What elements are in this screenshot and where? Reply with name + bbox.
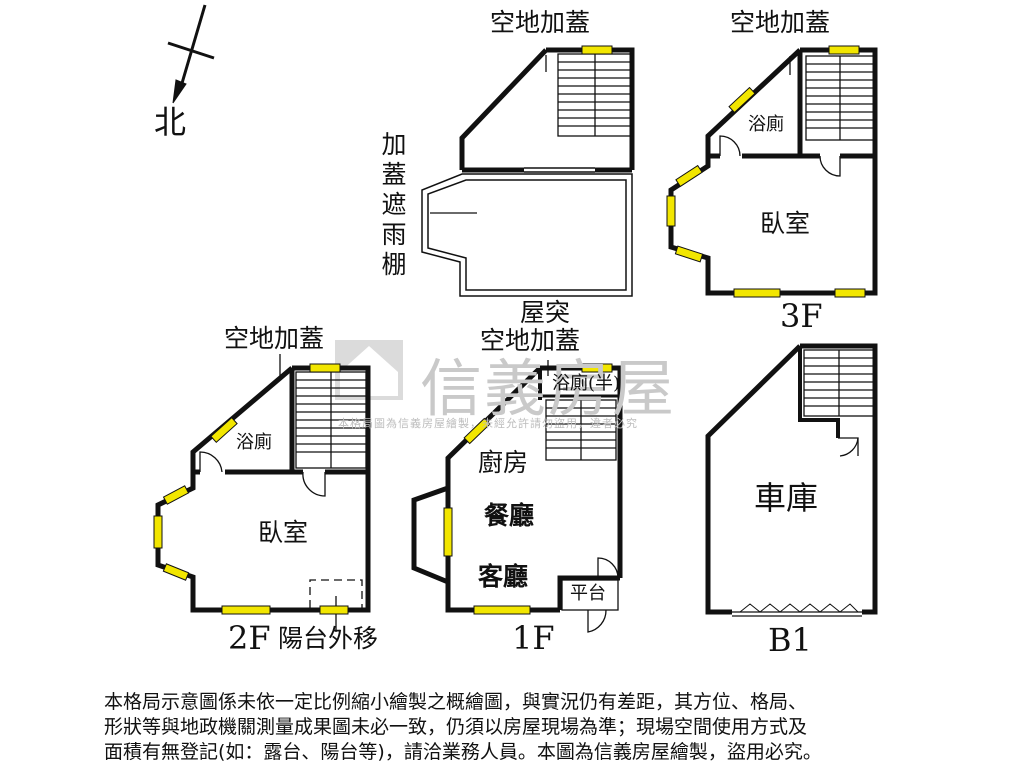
f3-floor-label: 3F xyxy=(780,297,823,335)
window-marker xyxy=(443,363,613,615)
f3-bedroom-label: 臥室 xyxy=(760,209,811,238)
floor-b1-plan xyxy=(705,343,878,617)
roof-plan xyxy=(421,47,635,297)
watermark-brand: 信義房屋 xyxy=(420,352,677,425)
window-marker xyxy=(153,363,349,615)
f2-floor-label: 2F xyxy=(228,619,271,657)
f2-bedroom-label: 臥室 xyxy=(258,518,309,547)
b1-garage-label: 車庫 xyxy=(754,479,819,517)
f3-bathroom-label: 浴廁 xyxy=(748,114,784,135)
f3-extension-label: 空地加蓋 xyxy=(730,8,831,37)
north-arrow-icon xyxy=(167,4,215,104)
floor-2f-plan xyxy=(155,354,371,632)
f1-floor-label: 1F xyxy=(512,619,555,657)
roof-caption-line2: 空地加蓋 xyxy=(480,326,581,355)
f1-dining-label: 餐廳 xyxy=(484,501,535,530)
b1-floor-label: B1 xyxy=(768,621,812,659)
disclaimer-text: 本格局示意圖係未依一定比例縮小繪製之概繪圖，與實況仍有差距，其方位、格局、 形狀… xyxy=(104,690,964,765)
roof-caption-line1: 屋突 xyxy=(520,298,571,327)
floor-3f-plan xyxy=(668,47,878,296)
north-label: 北 xyxy=(154,103,187,141)
window-marker xyxy=(581,45,613,55)
disclaimer-line: 形狀等與地政機關測量成果圖未必一致，仍須以房屋現場為準；現場空間使用方式及 xyxy=(104,716,808,738)
f1-kitchen-label: 廚房 xyxy=(478,448,529,477)
roof-extension-label: 空地加蓋 xyxy=(490,8,591,37)
disclaimer-line: 本格局示意圖係未依一定比例縮小繪製之概繪圖，與實況仍有差距，其方位、格局、 xyxy=(104,691,808,713)
watermark-notice: 本格局圖為信義房屋繪製，未經允許請勿盜用，違者必究 xyxy=(338,417,638,430)
window-marker xyxy=(666,45,866,298)
f2-extension-label: 空地加蓋 xyxy=(224,324,325,353)
disclaimer-line: 面積有無登記(如：露台、陽台等)，請洽業務人員。本圖為信義房屋繪製，盜用必究。 xyxy=(104,741,822,763)
f2-bathroom-label: 浴廁 xyxy=(236,432,272,453)
f1-platform-label: 平台 xyxy=(570,583,606,604)
f2-balcony-note: 陽台外移 xyxy=(278,624,379,653)
f1-bathroom-label: 浴廁(半) xyxy=(552,373,621,394)
awning-label: 加 蓋 遮 雨 棚 xyxy=(381,130,407,279)
f1-living-label: 客廳 xyxy=(478,562,529,591)
